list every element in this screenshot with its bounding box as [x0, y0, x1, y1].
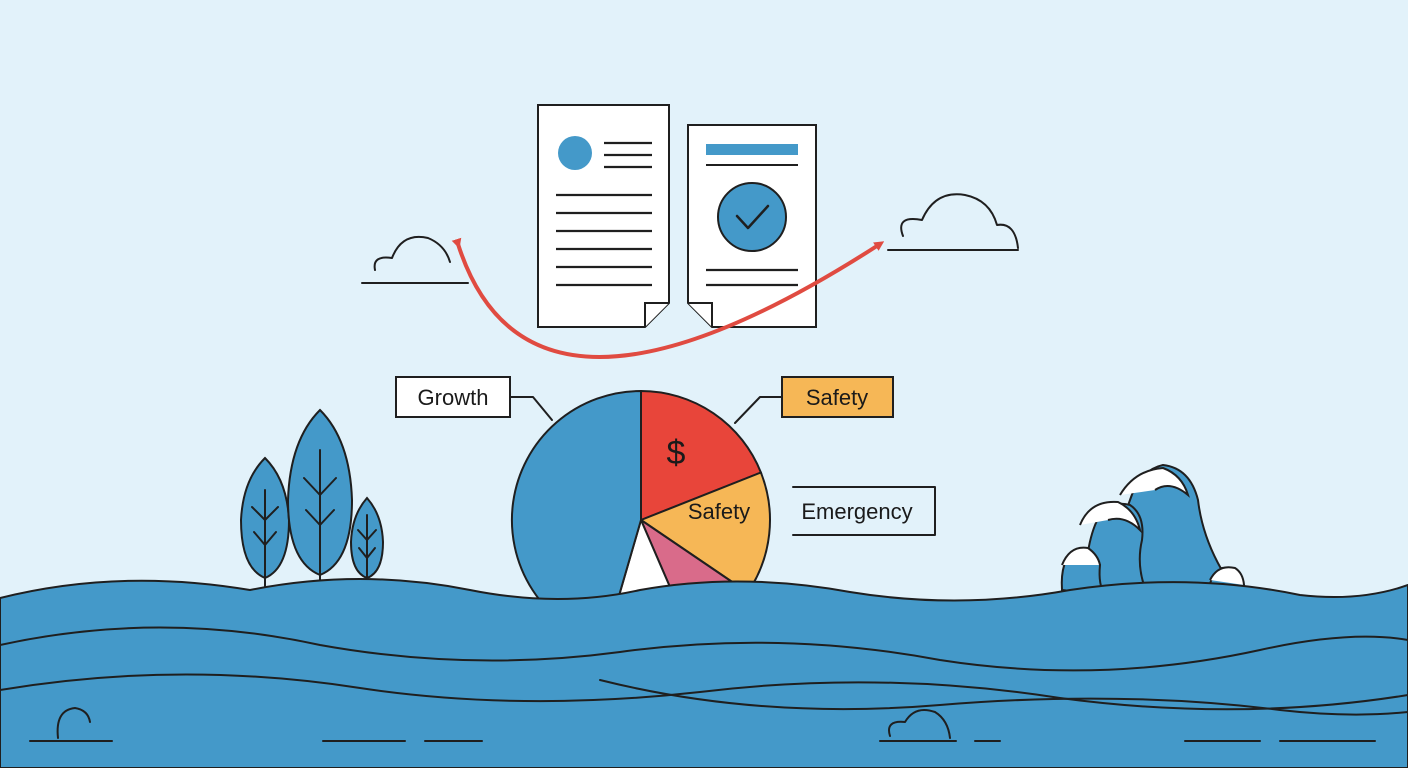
growth-callout: Growth	[395, 376, 553, 421]
pie-slice-1	[640, 390, 762, 521]
cloud-icon	[887, 193, 1019, 251]
safety-tag-label: Safety	[806, 385, 868, 410]
cloud-icon	[361, 236, 469, 284]
arrow-icon	[451, 237, 885, 359]
slice-label-safety: Safety	[688, 499, 750, 524]
emergency-callout: Emergency	[792, 486, 936, 536]
emergency-label: Emergency	[801, 499, 912, 524]
tree-icon	[239, 456, 291, 591]
certificate-icon	[687, 124, 817, 328]
ground-doodles	[29, 707, 1376, 742]
sea	[0, 578, 1408, 768]
growth-label: Growth	[418, 385, 489, 410]
wave-icon	[1060, 463, 1269, 616]
tree-icon	[286, 408, 354, 586]
safety-callout: Safety	[734, 376, 894, 424]
tree-icon	[349, 496, 385, 586]
dollar-sign-icon: $	[667, 434, 686, 472]
document-icon	[537, 104, 670, 328]
check-icon	[717, 182, 787, 252]
